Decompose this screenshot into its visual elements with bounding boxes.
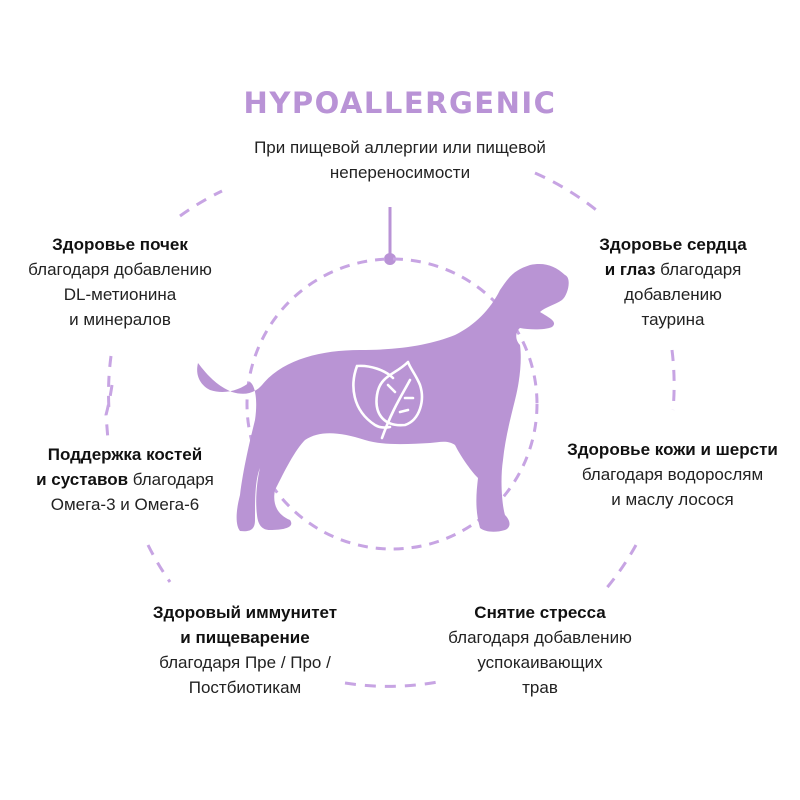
- subtitle-line-2: непереносимости: [329, 163, 471, 182]
- benefit-text: таурина: [641, 310, 705, 329]
- benefit-heading: и суставов: [36, 470, 129, 489]
- benefit-heading: Поддержка костей: [47, 445, 203, 464]
- benefit-text: благодаря добавлению: [28, 260, 212, 279]
- benefit-heading: Снятие стресса: [474, 603, 606, 622]
- benefit-immunity-digestion: Здоровый иммунитет и пищеварение благода…: [110, 600, 380, 700]
- inner-dashed-ring: [245, 257, 539, 551]
- benefit-text: добавлению: [624, 285, 722, 304]
- subtitle: При пищевой аллергии или пищевой неперен…: [200, 135, 600, 185]
- benefit-text: благодаря: [655, 260, 742, 279]
- benefit-text: успокаивающих: [477, 653, 603, 672]
- subtitle-line-1: При пищевой аллергии или пищевой: [254, 138, 546, 157]
- benefit-text: и маслу лосося: [611, 490, 734, 509]
- benefit-text: и минералов: [69, 310, 171, 329]
- benefit-text: Омега-3 и Омега-6: [50, 495, 200, 514]
- benefit-text: DL-метионина: [63, 285, 177, 304]
- benefit-text: благодаря: [128, 470, 214, 489]
- benefit-bones-joints: Поддержка костей и суставов благодаря Ом…: [0, 442, 250, 517]
- benefit-heading: Здоровый иммунитет: [152, 603, 338, 622]
- benefit-heading: Здоровье почек: [52, 235, 188, 254]
- benefit-heart-eyes-health: Здоровье сердца и глаз благодаря добавле…: [568, 232, 778, 332]
- benefit-stress-relief: Снятие стресса благодаря добавлению успо…: [420, 600, 660, 700]
- benefit-text: благодаря водорослям: [581, 465, 764, 484]
- benefit-heading: Здоровье кожи и шерсти: [567, 440, 778, 459]
- benefit-text: трав: [522, 678, 558, 697]
- connector-dot: [384, 253, 396, 265]
- outer-dashed-ring: [104, 171, 676, 688]
- benefit-heading: и пищеварение: [180, 628, 310, 647]
- benefit-heading: Здоровье сердца: [599, 235, 747, 254]
- benefit-text: благодаря добавлению: [448, 628, 632, 647]
- benefit-text: благодаря Пре / Про /: [159, 653, 331, 672]
- benefit-heading: и глаз: [604, 260, 656, 279]
- page-title: HYPOALLERGENIC: [243, 86, 557, 120]
- benefit-kidney-health: Здоровье почек благодаря добавлению DL-м…: [0, 232, 240, 332]
- benefit-text: Постбиотикам: [188, 678, 302, 697]
- dog-silhouette: [197, 264, 569, 532]
- benefit-skin-coat: Здоровье кожи и шерсти благодаря водорос…: [545, 437, 800, 512]
- leaf-icon: [352, 360, 424, 440]
